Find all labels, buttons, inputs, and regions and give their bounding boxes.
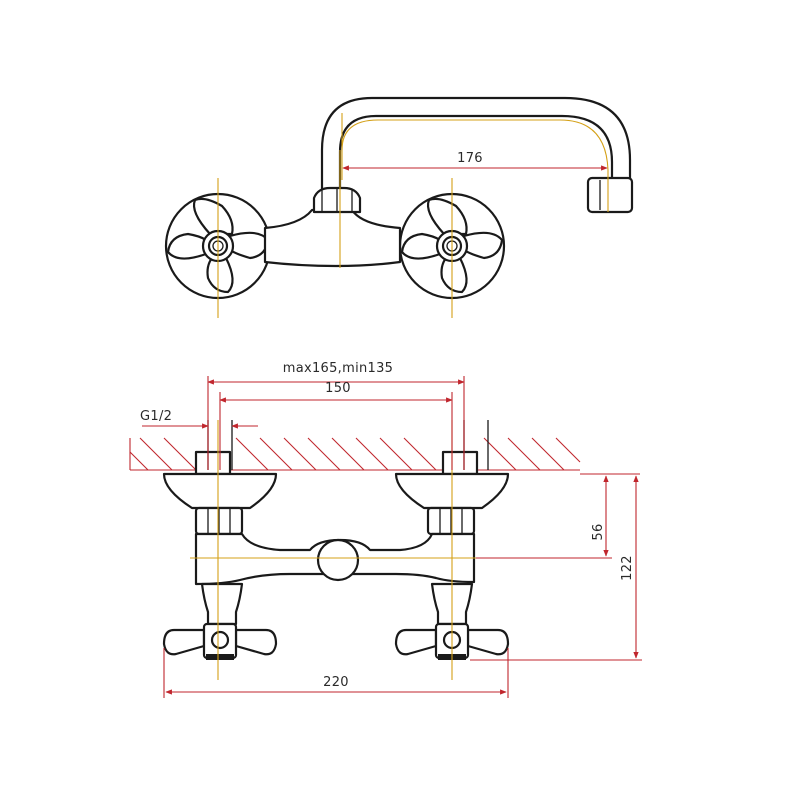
left-rosette-front [162,472,278,510]
dim-spout-reach: 176 [457,151,483,166]
front-view: max165,min135 150 G1/2 56 122 220 [129,361,642,698]
dim-overall-width: 220 [323,675,349,690]
dim-inlet-spacing: 150 [325,381,351,396]
spout-aerator [586,176,634,214]
left-valve-top [164,192,272,300]
dim-thread: G1/2 [140,409,172,424]
left-hex-nut [194,506,244,536]
faucet-body-top [263,208,402,268]
dim-inlet-range: max165,min135 [283,361,394,376]
right-hex-nut [426,506,476,536]
top-view: 176 [164,96,634,318]
right-inlet-pipe [441,450,479,476]
dim-wall-axis: 56 [591,523,606,540]
left-inlet-pipe [194,450,232,476]
spout-connection [316,538,360,582]
left-valve-neck [200,582,244,626]
left-handle [162,622,278,660]
dim-wall-handles: 122 [620,555,635,581]
